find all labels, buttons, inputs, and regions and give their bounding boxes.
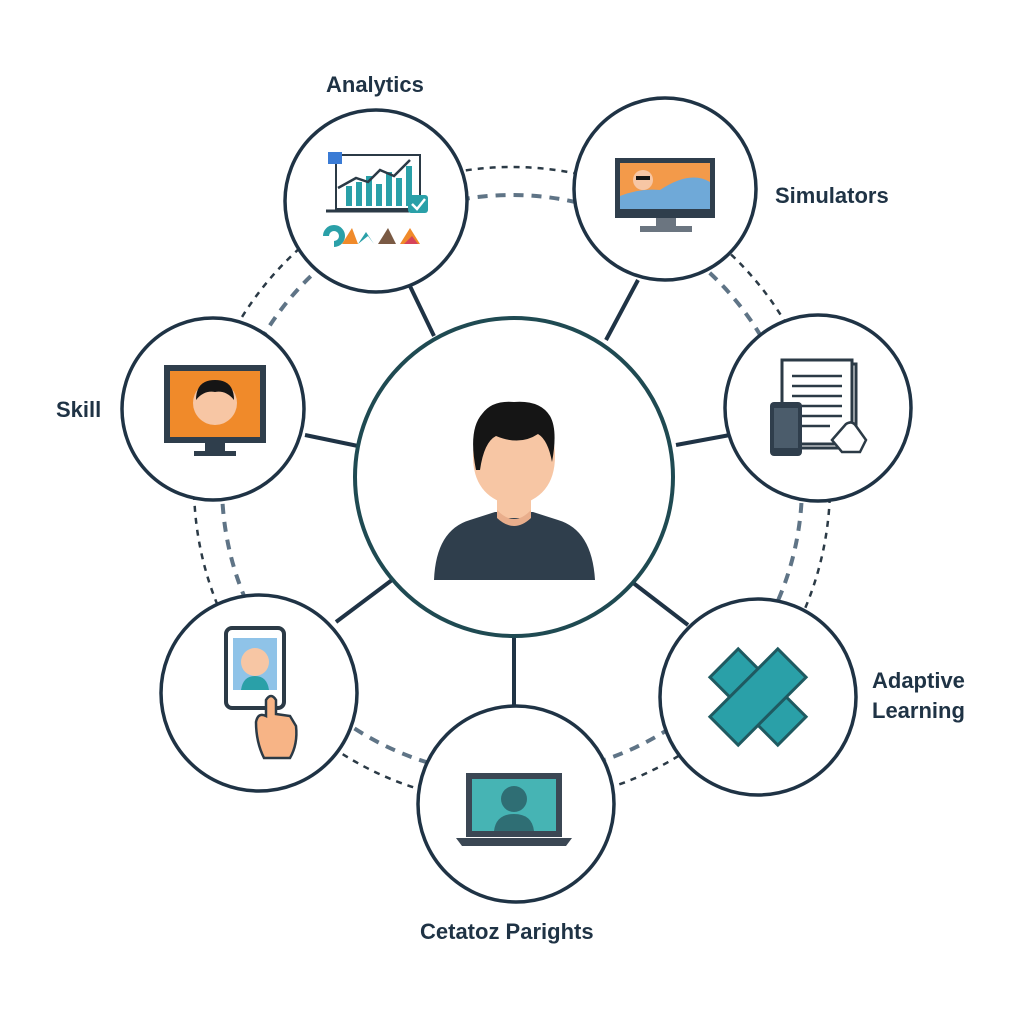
label-skill: Skill (56, 396, 101, 425)
skill-monitor-icon (164, 365, 266, 456)
label-bottom: Cetatoz Parights (420, 918, 594, 947)
document-tablet-icon (770, 360, 866, 456)
label-analytics: Analytics (326, 71, 424, 100)
laptop-profile-icon (456, 773, 572, 846)
label-adaptive-line2: Learning (872, 697, 965, 726)
label-adaptive-line1: Adaptive (872, 667, 965, 696)
label-simulators: Simulators (775, 182, 889, 211)
